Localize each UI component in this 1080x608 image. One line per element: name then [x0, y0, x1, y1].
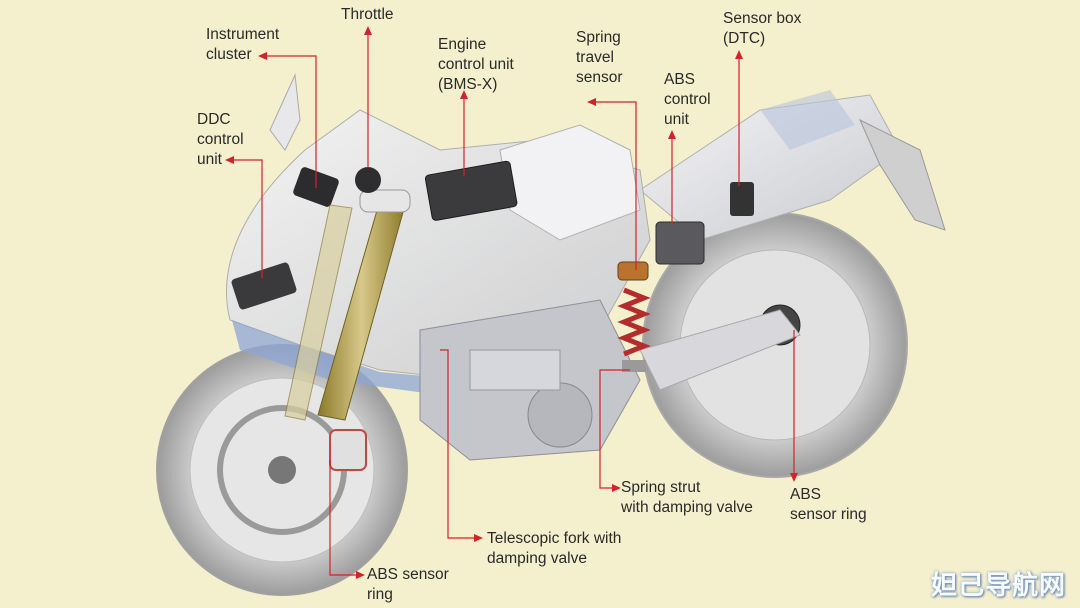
ddc-control-unit	[231, 262, 297, 310]
callout-arrowheads	[225, 26, 798, 579]
label-instrument-cluster: Instrument cluster	[206, 26, 280, 63]
label-abs-control-unit: ABS control unit	[664, 71, 711, 128]
windscreen	[269, 73, 301, 151]
label-ddc-control-unit: DDC control unit	[197, 111, 244, 168]
label-spring-strut: Spring strut with damping valve	[621, 479, 753, 516]
sensor-box	[730, 182, 754, 216]
label-abs-sensor-ring-rear: ABS sensor ring	[790, 486, 867, 523]
watermark: 妲己导航网	[930, 571, 1066, 601]
throttle-grip	[355, 167, 381, 193]
label-engine-control-unit: Engine control unit (BMS-X)	[438, 36, 514, 93]
label-sensor-box: Sensor box (DTC)	[723, 10, 802, 47]
engine-control-unit	[424, 160, 518, 221]
label-telescopic-fork: Telescopic fork with damping valve	[487, 530, 622, 567]
label-throttle: Throttle	[341, 6, 394, 23]
blue-accent	[232, 320, 470, 395]
label-spring-travel-sensor: Spring travel sensor	[576, 29, 623, 86]
swingarm	[639, 309, 801, 391]
sensor-box-housing	[760, 90, 855, 150]
telescopic-fork	[284, 189, 411, 421]
spring-strut	[617, 261, 651, 372]
engine-block	[419, 299, 641, 461]
license-plate-holder	[858, 118, 946, 231]
callout-lines	[232, 34, 795, 576]
fuel-tank	[499, 124, 641, 241]
abs-control-unit	[655, 221, 705, 265]
label-abs-sensor-ring-front: ABS sensor ring	[367, 566, 449, 603]
